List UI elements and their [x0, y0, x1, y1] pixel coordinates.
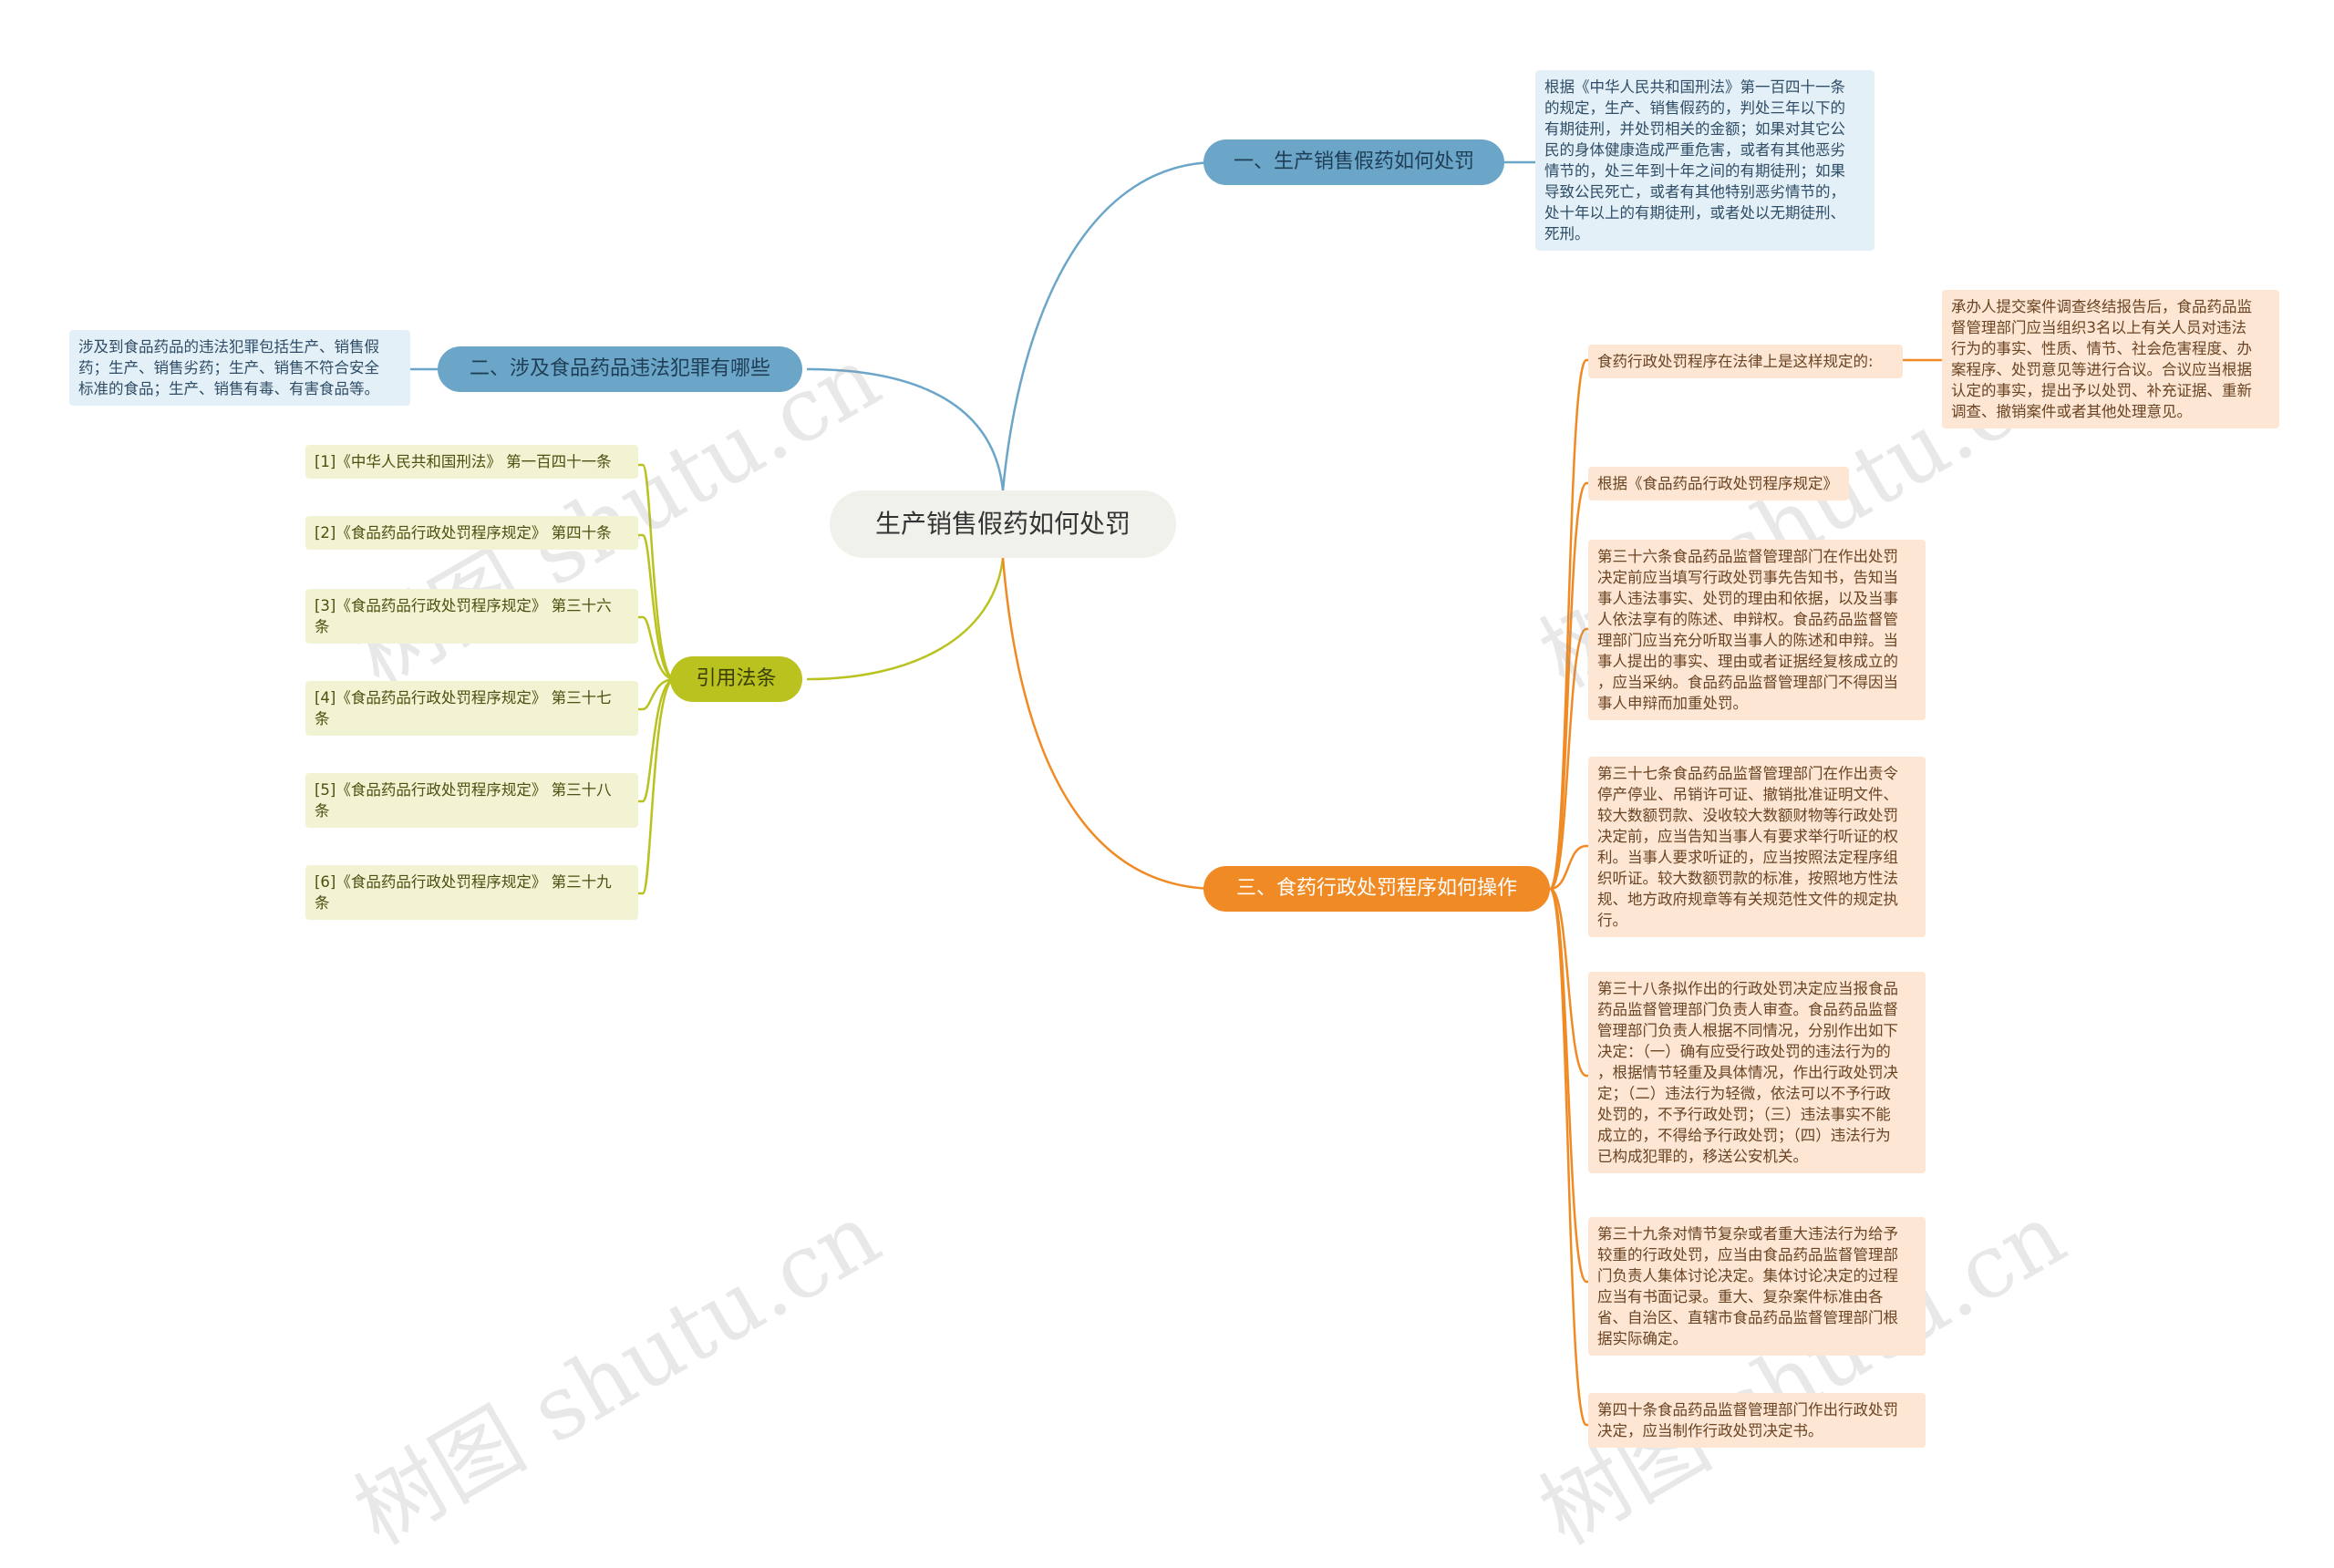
link-b3-leaf-5	[638, 677, 676, 803]
link-b4-leaf-4	[1549, 844, 1588, 891]
link-b3-leaf-4	[638, 677, 676, 711]
branch-penalty[interactable]: 一、生产销售假药如何处罚	[1203, 139, 1504, 185]
leaf-cited-law-6[interactable]: [6]《食品药品行政处罚程序规定》 第三十九 条	[305, 865, 638, 920]
link-root-b3	[806, 557, 1005, 681]
leaf-penalty-detail[interactable]: 根据《中华人民共和国刑法》第一百四十一条 的规定，生产、销售假药的，判处三年以下…	[1535, 70, 1874, 251]
branch-procedure[interactable]: 三、食药行政处罚程序如何操作	[1203, 866, 1550, 912]
leaf-article-37[interactable]: 第三十七条食品药品监督管理部门在作出责令 停产停业、吊销许可证、撤销批准证明文件…	[1588, 757, 1926, 937]
leaf-cited-law-3[interactable]: [3]《食品药品行政处罚程序规定》 第三十六 条	[305, 589, 638, 644]
link-b4-leaf-5	[1549, 887, 1588, 1078]
link-root-b4	[1001, 557, 1218, 891]
leaf-article-39[interactable]: 第三十九条对情节复杂或者重大违法行为给予 较重的行政处罚，应当由食品药品监督管理…	[1588, 1217, 1926, 1356]
link-root-b1	[1001, 160, 1218, 491]
leaf-article-40[interactable]: 第四十条食品药品监督管理部门作出行政处罚 决定，应当制作行政处罚决定书。	[1588, 1393, 1926, 1448]
link-b4-leaf-1	[1548, 358, 1588, 891]
leaf-article-38[interactable]: 第三十八条拟作出的行政处罚决定应当报食品 药品监督管理部门负责人审查。食品药品监…	[1588, 972, 1926, 1173]
branch-cited-laws[interactable]: 引用法条	[670, 656, 802, 702]
link-root-b2	[806, 367, 1005, 491]
mind-map-canvas: 树图 shutu.cn 树图 shutu.cn 树图 shutu.cn 树图 s…	[69, 70, 2279, 1564]
link-b4-leaf-3	[1549, 627, 1588, 891]
leaf-crime-types-detail[interactable]: 涉及到食品药品的违法犯罪包括生产、销售假 药；生产、销售劣药；生产、销售不符合安…	[69, 330, 410, 406]
leaf-procedure-basis[interactable]: 根据《食品药品行政处罚程序规定》	[1588, 467, 1849, 500]
leaf-collegial-review[interactable]: 承办人提交案件调查终结报告后，食品药品监 督管理部门应当组织3名以上有关人员对违…	[1942, 290, 2279, 428]
branch-crime-types[interactable]: 二、涉及食品药品违法犯罪有哪些	[438, 346, 802, 392]
link-b3-leaf-2	[638, 533, 676, 681]
leaf-cited-law-1[interactable]: [1]《中华人民共和国刑法》 第一百四十一条	[305, 445, 638, 479]
connector-lines	[410, 160, 1942, 1427]
leaf-cited-law-2[interactable]: [2]《食品药品行政处罚程序规定》 第四十条	[305, 516, 638, 550]
leaf-article-36[interactable]: 第三十六条食品药品监督管理部门在作出处罚 决定前应当填写行政处罚事先告知书，告知…	[1588, 540, 1926, 720]
link-b3-leaf-1	[638, 463, 676, 681]
link-b4-leaf-6	[1548, 887, 1588, 1284]
link-b4-leaf-7	[1548, 887, 1588, 1427]
leaf-cited-law-5[interactable]: [5]《食品药品行政处罚程序规定》 第三十八 条	[305, 773, 638, 828]
link-b3-leaf-3	[638, 615, 676, 681]
root-topic[interactable]: 生产销售假药如何处罚	[830, 490, 1176, 558]
leaf-procedure-intro[interactable]: 食药行政处罚程序在法律上是这样规定的:	[1588, 345, 1903, 378]
link-b3-leaf-6	[638, 677, 676, 895]
link-b4-leaf-2	[1548, 481, 1588, 891]
leaf-cited-law-4[interactable]: [4]《食品药品行政处罚程序规定》 第三十七 条	[305, 681, 638, 736]
